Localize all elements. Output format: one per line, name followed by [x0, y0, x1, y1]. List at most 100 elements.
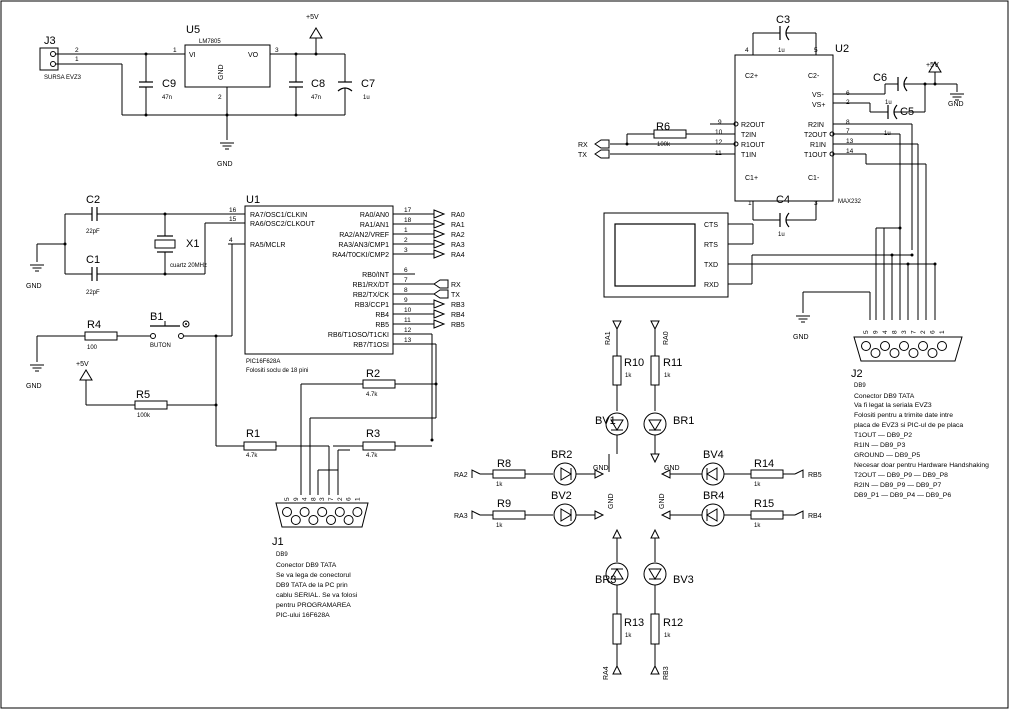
- br2-label: BR2: [551, 449, 572, 461]
- j1-note: cablu SERIAL. Se va folosi: [276, 592, 358, 599]
- pin-number: 1: [748, 200, 752, 207]
- r14-value: 1k: [754, 482, 761, 488]
- net-flag: [433, 209, 446, 219]
- db9-pin: [927, 348, 938, 358]
- pin-number: 14: [846, 148, 854, 155]
- u1-pin-name: RB5: [375, 322, 389, 329]
- net-flag: [433, 309, 446, 319]
- db9-pin-number: 5: [284, 497, 291, 501]
- u5-gnd: GND: [218, 64, 225, 80]
- r8-ref: R8: [497, 458, 511, 470]
- pin-number: 16: [229, 207, 237, 214]
- net-label: RA4: [451, 252, 465, 259]
- pin-number: 11: [404, 317, 411, 324]
- c1-ref: C1: [86, 254, 100, 266]
- r11-ref: R11: [663, 357, 682, 369]
- u1-pin-name: RB3/CCP1: [355, 302, 389, 309]
- oscillator: C2 22pF C1 22pF GND X1 cuartz 20MHz: [26, 194, 245, 296]
- db9-pin: [880, 341, 890, 351]
- u2-r1out: R1OUT: [741, 142, 765, 149]
- pin-number: 13: [846, 138, 854, 145]
- net-ra0: RA0: [663, 331, 670, 345]
- port-txd: TXD: [704, 262, 718, 269]
- db9-pin: [870, 348, 881, 358]
- r5-value: 100k: [137, 413, 151, 419]
- db9-pin-number: 2: [337, 497, 344, 501]
- r1-ref: R1: [246, 428, 260, 440]
- db9-pin-number: 8: [892, 330, 899, 334]
- max232-u2: U2 C2+ C2- C1+ C1- VS- VS+ R2OUT T2IN R1…: [578, 14, 965, 320]
- db9-pin-number: 5: [863, 330, 870, 334]
- pin-number: 12: [404, 327, 412, 334]
- power-supply: J3 SURSA EVZ3 2 1 C9 47n U5 LM7805 VI VO…: [39, 14, 375, 168]
- rx-label: RX: [578, 142, 588, 149]
- u5-ref: U5: [186, 24, 200, 36]
- pin-number: 6: [404, 267, 408, 274]
- db9-pin: [937, 341, 947, 351]
- c4-value: 1u: [778, 232, 785, 238]
- j3-pin: [50, 51, 56, 57]
- net-rb3: RB3: [663, 666, 670, 680]
- u2-t2out: T2OUT: [804, 132, 828, 139]
- u1-pin-name: RB6/T1OSO/T1CKI: [328, 332, 389, 339]
- u1-pin-name: RA6/OSC2/CLKOUT: [250, 221, 316, 228]
- c3-value: 1u: [778, 48, 785, 54]
- u1-pin-name: RB4: [375, 312, 389, 319]
- bv3-label: BV3: [673, 574, 694, 586]
- u1-pin-name: RA7/OSC1/CLKIN: [250, 212, 307, 219]
- u2-ref: U2: [835, 43, 849, 55]
- c6-value: 1u: [885, 100, 892, 106]
- j2-note: placa de EVZ3 si PIC-ul de pe placa: [854, 422, 963, 429]
- b1-ref: B1: [150, 311, 163, 323]
- r10-value: 1k: [625, 373, 632, 379]
- db9-pin-number: 8: [310, 497, 317, 501]
- db9-pin-number: 6: [346, 497, 353, 501]
- j2-note: Necesar doar pentru Hardware Handshaking: [854, 462, 989, 469]
- j3-body: [39, 47, 59, 71]
- db9-pin: [889, 348, 900, 358]
- r15-value: 1k: [754, 523, 761, 529]
- j2-note: Conector DB9 TATA: [854, 393, 915, 400]
- port-cts: CTS: [704, 222, 718, 229]
- r10-ref: R10: [624, 357, 644, 369]
- gnd-label: GND: [608, 493, 615, 509]
- net-flag: [433, 249, 446, 259]
- pin-number: 15: [229, 216, 237, 223]
- u5-vo: VO: [248, 52, 259, 59]
- u1-pin-name: RB0/INT: [362, 272, 390, 279]
- db9-pin-number: 2: [920, 330, 927, 334]
- u5-vi: VI: [189, 52, 196, 59]
- vplus-label: +5V: [926, 62, 939, 69]
- u2-c1p: C1+: [745, 175, 758, 182]
- r11-value: 1k: [664, 373, 671, 379]
- u1-pin-name: RA5/MCLR: [250, 242, 285, 249]
- j2-note: DB9_P1 — DB9_P4 — DB9_P6: [854, 492, 951, 499]
- c9-ref: C9: [162, 78, 176, 90]
- u1-pin-name: RA1/AN1: [360, 222, 389, 229]
- u1-pin-name: RB7/T1OSI: [353, 342, 389, 349]
- u1-pin-name: RA4/T0CKI/CMP2: [332, 252, 389, 259]
- port-outer: [603, 212, 729, 298]
- r15-ref: R15: [754, 498, 774, 510]
- c4-ref: C4: [776, 194, 790, 206]
- br1-label: BR1: [673, 415, 694, 427]
- pin-number: 3: [275, 47, 279, 54]
- pin-number: 12: [715, 139, 723, 146]
- r9-value: 1k: [496, 523, 503, 529]
- r6-ref: R6: [656, 121, 670, 133]
- pin-number: 7: [404, 277, 408, 284]
- j2-note: Folositi pentru a trimite date intre: [854, 412, 953, 419]
- j2-note: Va fi legat la seriala EVZ3: [854, 402, 932, 409]
- pin-number: 3: [404, 247, 408, 254]
- net-label: RB4: [451, 312, 465, 319]
- db9-pin-number: 7: [328, 497, 335, 501]
- net-label: RA3: [451, 242, 465, 249]
- gnd-label: GND: [659, 493, 666, 509]
- net-flag: [433, 299, 446, 309]
- r8-value: 1k: [496, 482, 503, 488]
- u1-pin-name: RA2/AN2/VREF: [339, 232, 389, 239]
- b1-label: BUTON: [150, 343, 171, 349]
- db9-pin: [343, 515, 354, 525]
